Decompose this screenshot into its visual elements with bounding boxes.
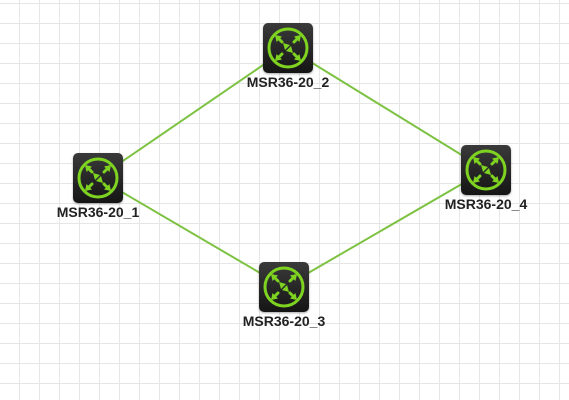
device-label: MSR36-20_1 xyxy=(56,204,140,220)
link-n2-n4[interactable] xyxy=(287,47,487,171)
device-node-msr36-20-4[interactable]: MSR36-20_4 xyxy=(436,145,536,225)
device-node-msr36-20-1[interactable]: MSR36-20_1 xyxy=(48,153,148,233)
router-icon xyxy=(73,153,123,203)
router-icon xyxy=(259,262,309,312)
device-label: MSR36-20_3 xyxy=(242,313,326,329)
device-node-msr36-20-2[interactable]: MSR36-20_2 xyxy=(238,23,338,103)
link-n1-n2[interactable] xyxy=(97,47,289,179)
device-label: MSR36-20_2 xyxy=(246,74,330,90)
device-label: MSR36-20_4 xyxy=(444,196,528,212)
device-node-msr36-20-3[interactable]: MSR36-20_3 xyxy=(234,262,334,342)
link-n1-n3[interactable] xyxy=(97,177,285,288)
router-icon xyxy=(263,23,313,73)
link-n3-n4[interactable] xyxy=(283,169,487,288)
router-icon xyxy=(461,145,511,195)
